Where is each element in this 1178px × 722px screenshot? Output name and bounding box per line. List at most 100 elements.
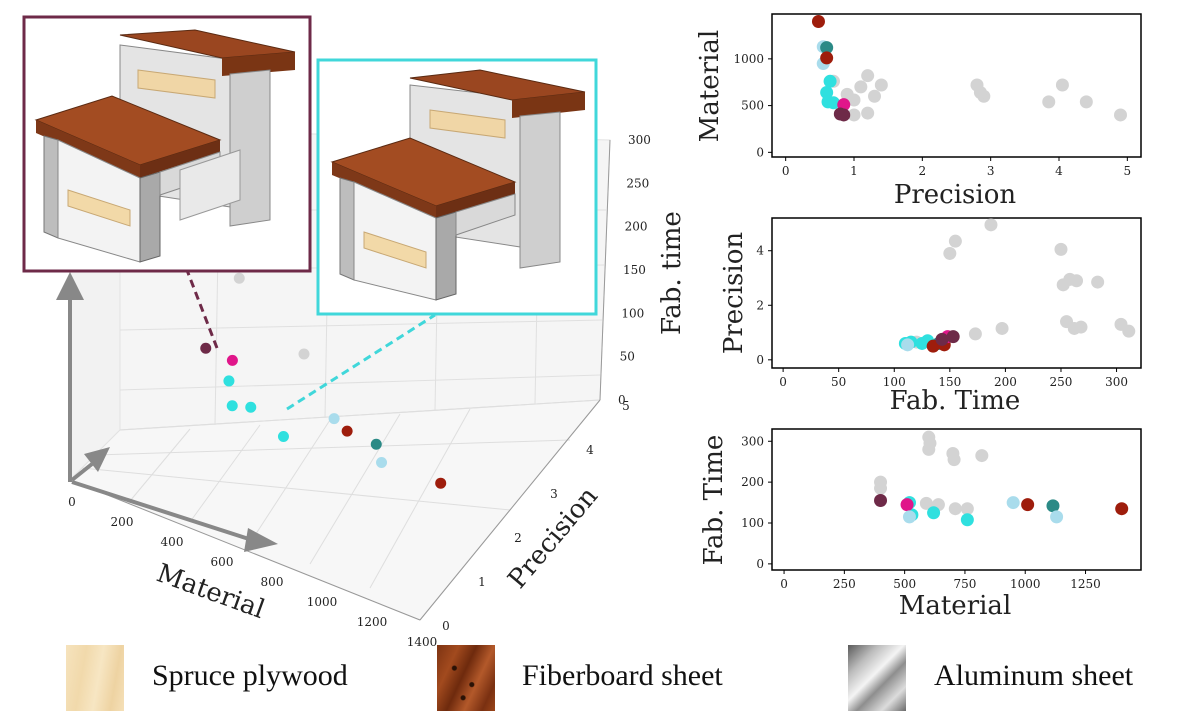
callout-box-right (316, 58, 598, 316)
data-point-lightblue (1050, 510, 1064, 524)
y-tick-label: 1 (478, 575, 486, 589)
x-tick-label: 200 (111, 515, 134, 529)
callout-line-right (286, 313, 436, 411)
x-tick-label: 0 (780, 577, 788, 591)
data-point-cyan (823, 74, 837, 88)
data-point-gray (233, 272, 245, 284)
data-point-gray (847, 93, 861, 107)
x-tick-label: 5 (1124, 164, 1132, 178)
subplot-1-xlabel: Precision (894, 180, 1016, 210)
data-point-gray (995, 321, 1009, 335)
legend-label-aluminum: Aluminum sheet (934, 659, 1134, 692)
data-point-gray (1114, 108, 1127, 122)
x-tick-label: 400 (161, 535, 184, 549)
data-point-gray (861, 69, 875, 83)
x-tick-label: 750 (953, 577, 976, 591)
fiberboard-sheet-swatch (437, 645, 495, 711)
data-point-plum (833, 107, 847, 121)
y-tick-label: 300 (741, 434, 764, 448)
data-point-gray (973, 86, 987, 100)
data-point-gray (1122, 324, 1136, 338)
callout-line-left (183, 264, 219, 349)
data-point-magenta (226, 354, 238, 366)
y-tick-label: 4 (756, 244, 764, 258)
data-point-plum (200, 342, 212, 354)
data-point-lightblue (328, 413, 340, 425)
x-tick-label: 500 (893, 577, 916, 591)
x-tick-label: 0 (68, 495, 76, 509)
data-point-gray (975, 449, 989, 463)
data-point-plum (874, 494, 888, 508)
legend-label-fiberboard: Fiberboard sheet (522, 659, 723, 692)
data-point-cyan (226, 400, 238, 412)
y-axis-line (419, 399, 601, 621)
subplot-3-ylabel: Fab. Time (699, 435, 729, 566)
x-tick-label: 150 (938, 375, 961, 389)
data-point-gray (868, 89, 881, 103)
data-point-gray (861, 106, 875, 120)
x-tick-label: 250 (833, 577, 856, 591)
x-tick-label: 0 (782, 164, 790, 178)
legend-label-spruce: Spruce plywood (152, 659, 348, 692)
data-point-gray (960, 502, 974, 516)
x-tick-label: 3 (987, 164, 995, 178)
data-point-darkred (926, 339, 940, 353)
data-point-gray (1042, 95, 1056, 109)
subplot-3-xlabel: Material (899, 591, 1012, 621)
x-tick-label: 1400 (407, 635, 438, 649)
data-point-gray (947, 453, 961, 467)
y-tick-label: 1000 (733, 52, 764, 66)
data-point-gray (922, 442, 936, 456)
z-axis-line (599, 139, 611, 401)
subplot-2-ylabel: Precision (719, 232, 749, 354)
x-tick-label: 300 (1105, 375, 1128, 389)
data-point-magenta (900, 498, 914, 512)
data-point-plum (946, 330, 960, 344)
x-tick-label: 250 (1050, 375, 1073, 389)
data-point-lightblue (902, 510, 916, 524)
data-point-gray (1079, 95, 1093, 109)
data-point-gray (1054, 242, 1068, 256)
data-point-gray (874, 78, 888, 92)
x-tick-label: 4 (1055, 164, 1063, 178)
x-tick-label: 600 (211, 555, 234, 569)
data-point-darkred (341, 425, 353, 437)
x-tick-label: 1200 (357, 615, 388, 629)
data-point-teal (820, 41, 834, 55)
data-point-lightblue (1006, 496, 1020, 510)
y-tick-label: 2 (514, 531, 522, 545)
x-tick-label: 1000 (1010, 577, 1041, 591)
data-point-gray (854, 80, 868, 94)
subplot-2-xlabel: Fab. Time (890, 386, 1021, 416)
y-tick-label: 0 (756, 557, 764, 571)
y-tick-label: 200 (741, 475, 764, 489)
data-point-gray (1055, 78, 1069, 92)
data-point-gray (948, 502, 962, 516)
data-point-cyan (960, 513, 974, 527)
floor-grid (81, 399, 601, 589)
subplot-1-ylabel: Material (695, 30, 725, 143)
z-tick-label: 200 (625, 220, 648, 234)
data-point-gray (948, 234, 962, 248)
data-point-cyan (223, 375, 235, 387)
z-axis-label: Fab. time (657, 211, 687, 335)
data-point-cyan (927, 506, 941, 520)
data-point-darkred (811, 14, 825, 28)
y-tick-label: 4 (586, 443, 594, 457)
data-point-darkred (820, 51, 834, 65)
x-tick-label: 800 (261, 575, 284, 589)
x-tick-label: 1250 (1070, 577, 1101, 591)
y-tick-label: 3 (550, 487, 558, 501)
y-tick-label: 5 (622, 399, 630, 413)
z-tick-label: 250 (626, 176, 649, 190)
z-tick-label: 300 (628, 133, 651, 147)
data-point-gray (919, 496, 933, 510)
